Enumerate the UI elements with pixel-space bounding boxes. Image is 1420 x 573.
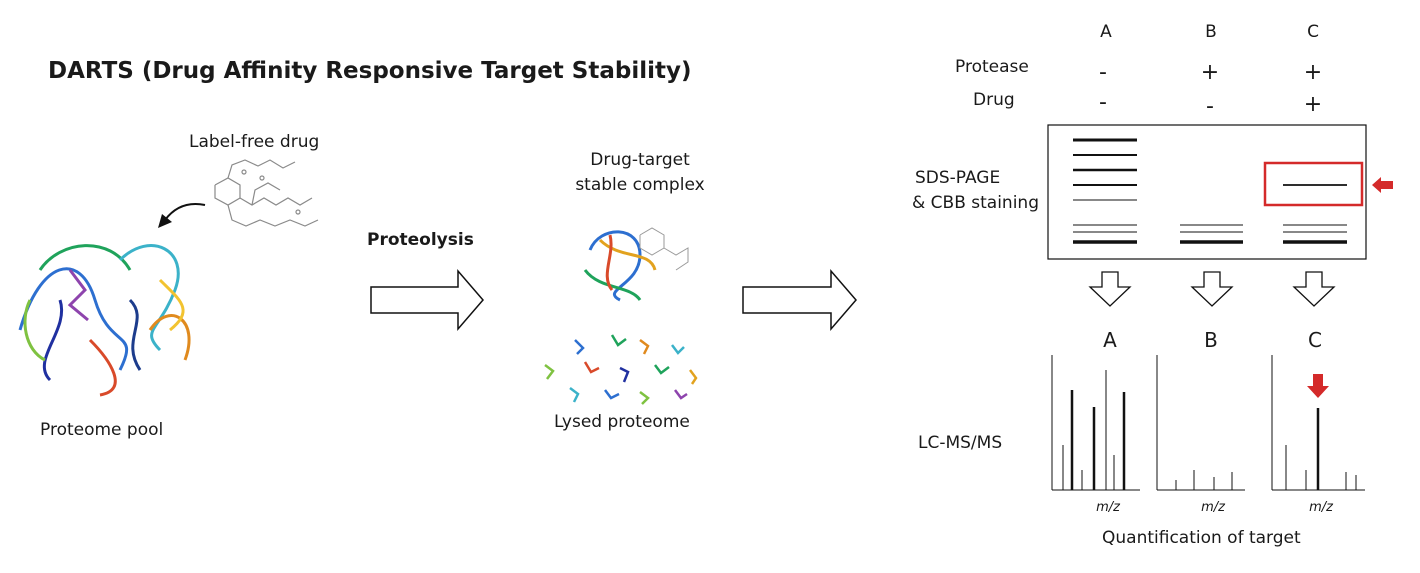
protease-row-label: Protease [955, 57, 1029, 77]
mz-label-a: m/z [1096, 500, 1120, 515]
drug-molecule-icon [214, 159, 319, 227]
sds-page-label-line2: & CBB staining [912, 193, 1039, 213]
proteome-pool-icon [18, 244, 191, 397]
target-band-highlight [1263, 161, 1364, 207]
ms-spectrum-b [1156, 355, 1245, 491]
proteome-pool-label: Proteome pool [40, 420, 164, 440]
down-arrow-c-icon [1292, 271, 1336, 307]
drug-sign-a: - [1099, 90, 1107, 115]
to-analysis-arrow-icon [742, 268, 857, 332]
drug-target-complex-icon [583, 230, 657, 302]
ms-header-b: B [1204, 328, 1218, 352]
gel-lane-b-bands [1180, 224, 1243, 244]
ms-peak-arrow-icon [1307, 374, 1329, 398]
protease-sign-a: - [1099, 60, 1107, 85]
diagram-title: DARTS (Drug Affinity Responsive Target S… [48, 58, 692, 84]
proteolysis-arrow-icon [370, 268, 484, 332]
lane-header-a: A [1100, 22, 1112, 42]
ms-spectrum-a [1051, 355, 1140, 491]
label-free-drug-label: Label-free drug [189, 132, 320, 152]
drug-row-label: Drug [973, 90, 1015, 110]
down-arrow-b-icon [1190, 271, 1234, 307]
ms-header-c: C [1308, 328, 1322, 352]
lcms-label: LC-MS/MS [918, 433, 1003, 453]
quantification-label: Quantification of target [1102, 528, 1301, 548]
complex-label-line2: stable complex [575, 175, 705, 195]
drug-sign-b: - [1206, 94, 1214, 119]
gel-lane-a-bands [1073, 138, 1137, 244]
curved-arrow-icon [164, 203, 206, 221]
drug-sign-c: + [1303, 92, 1323, 117]
lysed-proteome-icon [544, 334, 698, 405]
protease-sign-c: + [1303, 60, 1323, 85]
lane-header-c: C [1307, 22, 1319, 42]
mz-label-c: m/z [1309, 500, 1333, 515]
down-arrow-a-icon [1088, 271, 1132, 307]
protease-sign-b: + [1200, 60, 1220, 85]
sds-page-label-line1: SDS-PAGE [915, 168, 1001, 188]
ms-spectrum-c [1271, 355, 1365, 491]
ms-header-a: A [1103, 328, 1117, 352]
proteolysis-label: Proteolysis [367, 230, 474, 250]
complex-label-line1: Drug-target [590, 150, 690, 170]
target-band-arrow-icon [1372, 177, 1393, 193]
sds-page-gel [1047, 124, 1367, 260]
lysed-proteome-label: Lysed proteome [554, 412, 690, 432]
mz-label-b: m/z [1201, 500, 1225, 515]
gel-lane-c-bands [1283, 184, 1347, 244]
lane-header-b: B [1205, 22, 1217, 42]
